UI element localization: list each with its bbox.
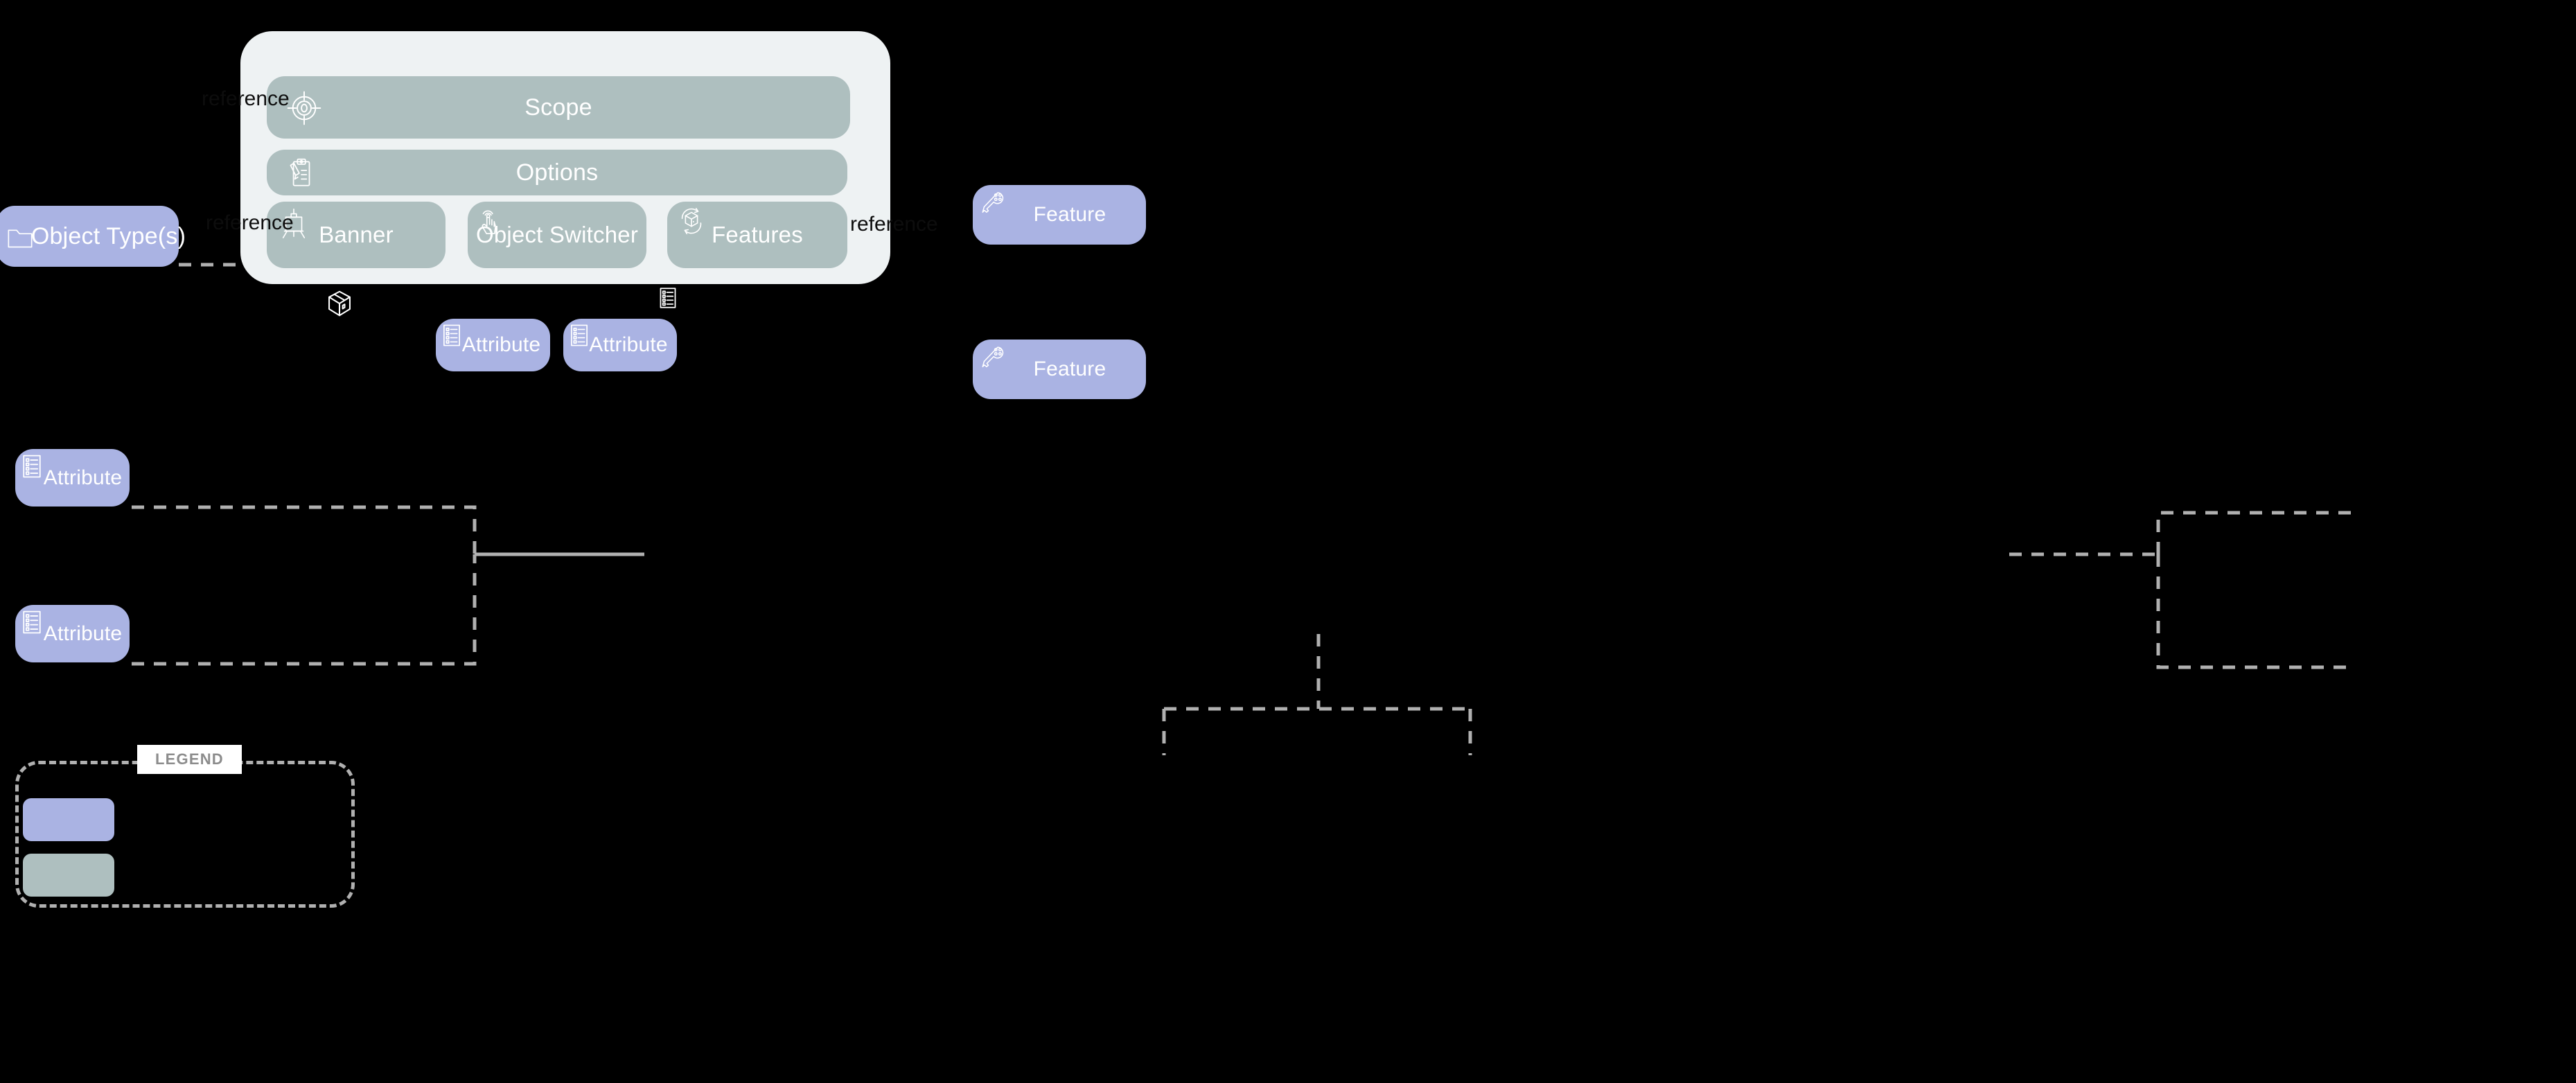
easel-icon — [278, 207, 310, 239]
edge-junction-to-feature-top — [2156, 511, 2356, 554]
edge-attribute-lt-elbow — [132, 505, 477, 554]
node-attribute-left-bottom[interactable]: Attribute — [15, 605, 130, 662]
node-attribute-left-top-label: Attribute — [43, 466, 123, 489]
node-feature-top-label: Feature — [1033, 203, 1106, 226]
tap-gesture-icon — [475, 204, 506, 236]
checklist-icon — [21, 453, 43, 479]
key-icon — [980, 344, 1006, 370]
checklist-icon — [441, 323, 462, 348]
card-options[interactable]: Options — [267, 150, 847, 195]
card-banner[interactable]: Banner — [267, 202, 445, 268]
crosshair-target-icon — [285, 89, 324, 127]
node-object-types[interactable]: Object Type(s) — [0, 206, 186, 267]
legend-swatch-component — [23, 854, 114, 897]
cube-rotate-icon — [676, 206, 707, 238]
checklist-icon — [21, 609, 43, 635]
card-scope-label: Scope — [524, 94, 592, 121]
card-options-label: Options — [515, 159, 599, 186]
clipboard-pencil-icon — [283, 155, 318, 190]
key-icon — [980, 189, 1006, 215]
checklist-icon — [569, 323, 590, 348]
card-banner-label: Banner — [319, 222, 394, 247]
card-features-label: Features — [712, 222, 803, 247]
node-attribute-left-bottom-label: Attribute — [43, 622, 123, 645]
node-attribute-bottom-right-label: Attribute — [589, 333, 668, 356]
legend-swatch-entity — [23, 798, 114, 841]
card-scope[interactable]: Scope — [267, 76, 850, 139]
checklist-icon — [658, 286, 678, 310]
node-attribute-bottom-left-label: Attribute — [461, 333, 541, 356]
edge-attribute-lb-elbow — [132, 554, 477, 666]
node-attribute-bottom-left[interactable]: Attribute — [436, 319, 550, 371]
folder-icon — [6, 227, 34, 250]
node-attribute-bottom-right[interactable]: Attribute — [563, 319, 677, 371]
node-feature-top[interactable]: Feature — [973, 185, 1146, 245]
node-object-types-label: Object Type(s) — [30, 222, 186, 249]
card-features[interactable]: Features — [667, 202, 847, 268]
node-attribute-left-top[interactable]: Attribute — [15, 449, 130, 507]
node-feature-bottom[interactable]: Feature — [973, 340, 1146, 399]
node-feature-bottom-label: Feature — [1033, 358, 1106, 380]
edge-junction-to-feature-bottom — [2156, 554, 2356, 669]
package-cube-icon — [324, 288, 355, 319]
card-object-switcher[interactable]: Object Switcher — [468, 202, 646, 268]
legend-title: LEGEND — [137, 745, 242, 774]
